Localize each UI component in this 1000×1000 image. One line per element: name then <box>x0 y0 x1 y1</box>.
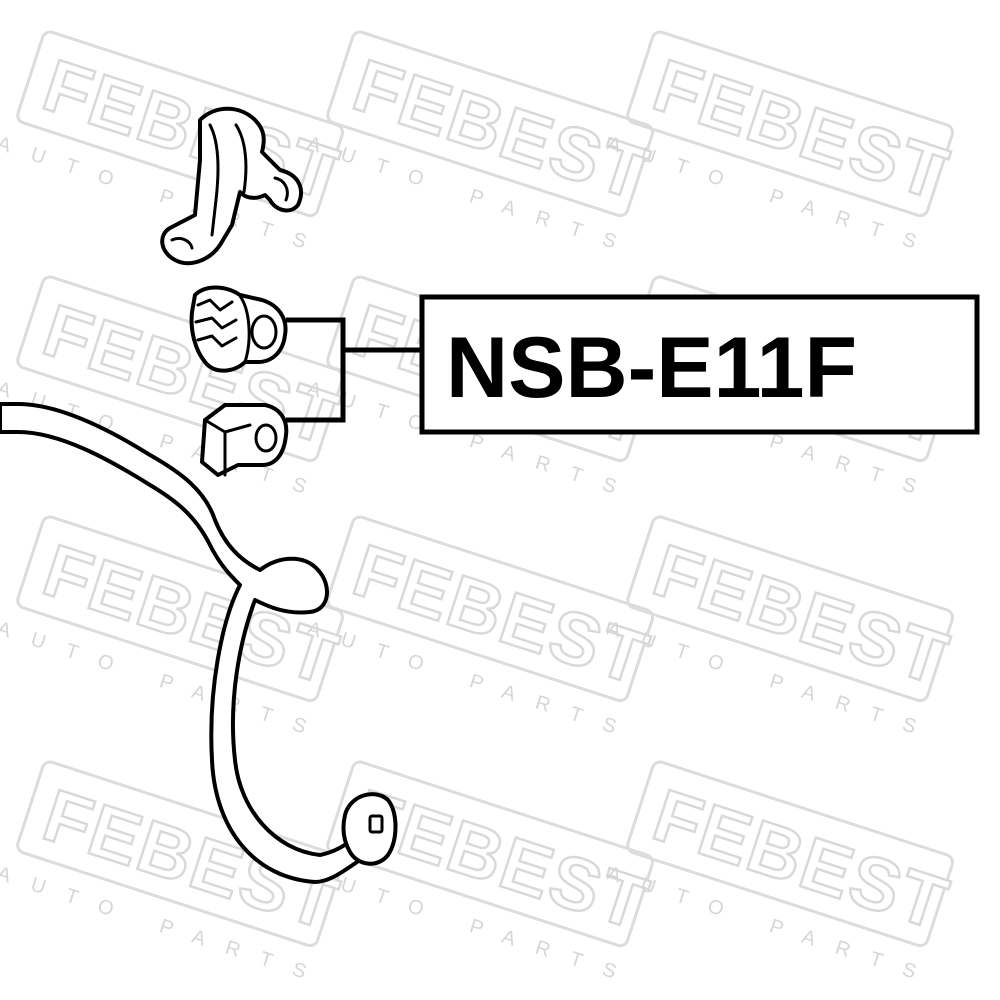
part-number-text: NSB-E11F <box>446 320 857 416</box>
watermark-tile: FEBEST AUTO PARTS <box>604 760 960 990</box>
stabilizer-bar <box>0 402 398 884</box>
watermark-brand: FEBEST <box>644 43 959 216</box>
bushing-bracket <box>160 106 303 266</box>
watermark-brand: FEBEST <box>344 528 659 701</box>
leader-lines <box>286 317 422 423</box>
stabilizer-bushing-lower <box>200 403 289 477</box>
watermark-tile: FEBEST AUTO PARTS <box>604 515 960 745</box>
part-number-label: NSB-E11F <box>419 294 980 435</box>
watermark-brand: FEBEST <box>644 528 959 701</box>
watermark-brand: FEBEST <box>34 528 349 701</box>
stabilizer-bushing <box>189 285 288 373</box>
watermark-tile: FEBEST AUTO PARTS <box>604 30 960 260</box>
watermark-brand: FEBEST <box>644 773 959 946</box>
watermark-brand: FEBEST <box>344 43 659 216</box>
watermark-layer: FEBEST AUTO PARTS FEBEST AUTO PARTS FEBE… <box>0 30 960 990</box>
watermark-brand: FEBEST <box>344 773 659 946</box>
